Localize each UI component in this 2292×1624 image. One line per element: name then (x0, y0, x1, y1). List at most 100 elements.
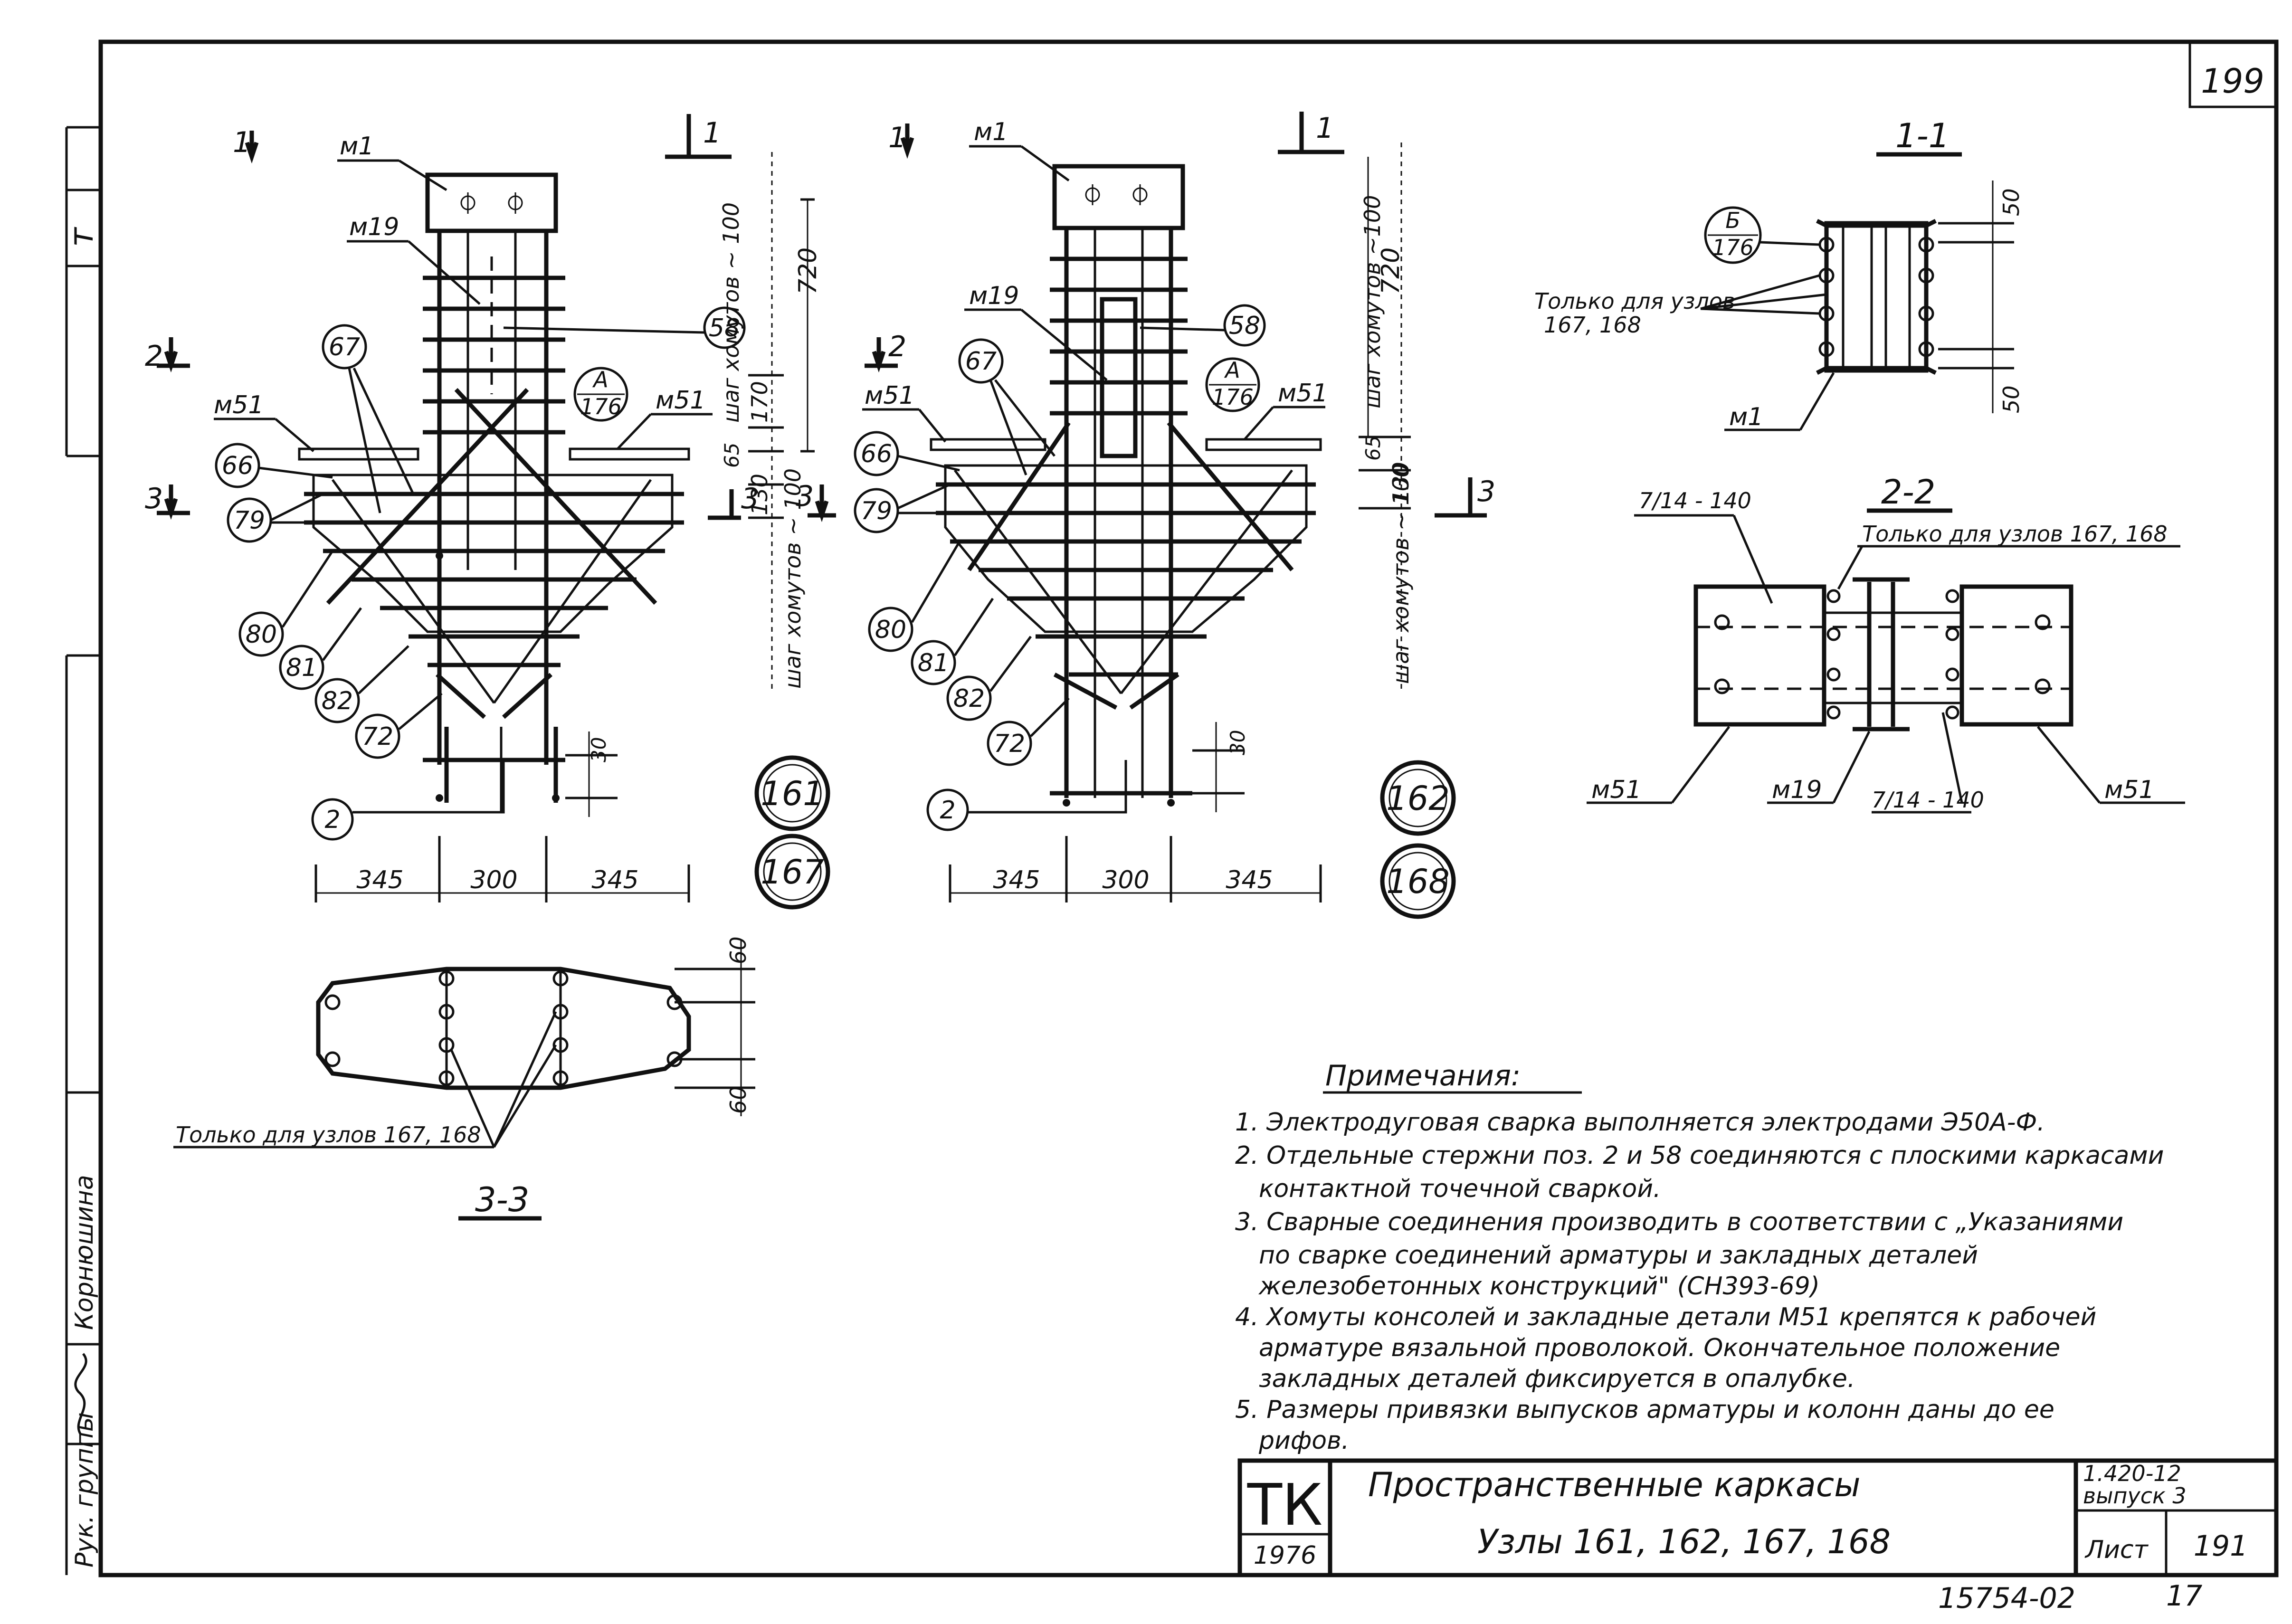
title-series: 1.420-12 (2083, 1461, 2181, 1486)
left-cut-3a: 3 (145, 482, 163, 515)
right-callout-67: 67 (965, 347, 997, 376)
note-line-6: железобетонных конструкций" (СН393-69) (1258, 1272, 1820, 1301)
right-callout-72: 72 (994, 730, 1025, 758)
section-3-3-note: Только для узлов 167, 168 (176, 1122, 481, 1148)
archive-sheet: 17 (2166, 1579, 2202, 1613)
section-2-2-weld-bottom: 7/14 - 140 (1872, 787, 1984, 813)
right-node-numbers: 162 168 (1380, 760, 1456, 919)
right-callout-82: 82 (953, 684, 985, 713)
title-line-2: Узлы 161, 162, 167, 168 (1477, 1522, 1891, 1561)
left-dim-345a: 345 (356, 866, 403, 894)
right-dim-130: 130 (1388, 462, 1414, 503)
right-dim-30: 30 (1226, 730, 1249, 755)
left-dim-170: 170 (747, 381, 772, 423)
notes-block: Примечания: 1. Электродуговая сварка вып… (1235, 1059, 2164, 1455)
right-cut-marks: 1 1 2 3 3 (796, 112, 1495, 522)
section-2-2-label-m51-right: м51 (2104, 776, 2154, 804)
section-2-2-label-m51-left: м51 (1591, 776, 1641, 804)
left-callout-81: 81 (286, 654, 317, 682)
left-cut-1a: 1 (233, 126, 251, 159)
left-dim-130: 130 (747, 474, 772, 515)
notes-heading: Примечания: (1325, 1059, 1521, 1092)
note-line-2: 2. Отдельные стержни поз. 2 и 58 соединя… (1235, 1141, 2164, 1170)
title-issue: выпуск 3 (2083, 1483, 2187, 1509)
right-label-m51-right: м51 (1278, 379, 1328, 408)
right-cut-1b: 1 (1316, 112, 1334, 145)
stamp-mark: т (62, 227, 101, 247)
right-callout-2: 2 (940, 796, 955, 825)
left-cut-3b: 3 (741, 482, 759, 515)
section-1-1-detail-b-ref: 176 (1712, 235, 1754, 260)
section-1-1-dim-50a: 50 (1998, 188, 2024, 216)
right-dim-300: 300 (1102, 866, 1149, 894)
node-168: 168 (1386, 862, 1450, 901)
left-cut-marks: 1 1 2 3 3 (145, 114, 759, 520)
right-label-m19: м19 (969, 282, 1019, 310)
right-detail-a-letter: А (1224, 357, 1240, 383)
section-1-1-dim-50b: 50 (1998, 385, 2024, 413)
right-view-labels: м1 м19 м51 м51 (862, 118, 1328, 443)
left-view-labels: м1 м19 м51 м51 (214, 132, 713, 452)
section-2-2-title: 2-2 (1881, 473, 1935, 512)
node-167: 167 (761, 853, 824, 892)
right-cut-3a: 3 (796, 480, 814, 513)
section-1-1-detail-b-letter: Б (1725, 208, 1740, 233)
left-dim-720: 720 (794, 247, 822, 294)
left-callout-79: 79 (234, 506, 265, 535)
left-callout-67: 67 (329, 333, 360, 361)
right-dim-65: 65 (1361, 436, 1385, 461)
left-pitch-lower: шаг хомутов ~ 100 (780, 468, 806, 689)
note-line-9: закладных деталей фиксируется в опалубке… (1259, 1365, 1855, 1393)
note-line-5: по сварке соединений арматуры и закладны… (1259, 1241, 1978, 1270)
stamp-role: Рук. группы (70, 1412, 99, 1567)
right-callout-66: 66 (861, 440, 892, 468)
right-view-callouts: 67 58 66 79 80 81 82 72 2 А 176 (854, 304, 1266, 831)
right-callout-80: 80 (875, 616, 906, 644)
right-detail-a-ref: 176 (1212, 384, 1254, 410)
section-2-2-label-m19: м19 (1772, 776, 1822, 804)
right-cut-3b: 3 (1477, 475, 1495, 508)
left-view-drawing (298, 172, 690, 812)
right-cut-1a: 1 (888, 121, 906, 154)
left-label-m1: м1 (340, 132, 374, 161)
left-view-callouts: 67 58 66 79 80 81 82 72 2 А 176 (215, 306, 746, 841)
section-3-3-title: 3-3 (475, 1180, 529, 1219)
right-callout-58: 58 (1229, 312, 1260, 340)
left-callout-58: 58 (709, 314, 740, 342)
signature-mark (74, 1353, 87, 1435)
note-line-7: 4. Хомуты консолей и закладные детали М5… (1235, 1303, 2096, 1331)
section-2-2: 2-2 Только для узлов 167, 168 7/14 - 140… (1587, 473, 2185, 814)
title-line-1: Пространственные каркасы (1368, 1465, 1861, 1504)
left-label-m51-left: м51 (214, 391, 264, 419)
right-dim-345b: 345 (1226, 866, 1273, 894)
right-dim-720: 720 (1377, 247, 1405, 294)
left-dim-65: 65 (720, 443, 743, 468)
section-1-1-note-l1: Только для узлов (1534, 288, 1735, 314)
left-detail-a-letter: А (592, 367, 608, 392)
archive-number: 15754-02 (1938, 1582, 2075, 1615)
section-3-3-dim-60b: 60 (725, 1086, 751, 1114)
section-2-2-note: Только для узлов 167, 168 (1862, 521, 2168, 547)
page-number: 199 (2201, 62, 2264, 101)
left-detail-a-ref: 176 (580, 394, 622, 419)
right-cut-2: 2 (888, 330, 906, 363)
left-label-m51-right: м51 (656, 386, 705, 415)
section-1-1-title: 1-1 (1895, 116, 1950, 155)
stamp-name: Корнюшина (70, 1175, 99, 1330)
left-label-m19: м19 (349, 213, 399, 241)
left-dim-30: 30 (587, 737, 610, 762)
left-node-numbers: 161 167 (754, 755, 830, 910)
left-cut-2: 2 (145, 340, 163, 373)
right-label-m1: м1 (974, 118, 1008, 146)
note-line-3: контактной точечной сваркой. (1259, 1175, 1661, 1203)
note-line-8: арматуре вязальной проволокой. Окончател… (1259, 1334, 2060, 1362)
node-162: 162 (1386, 779, 1450, 818)
left-view-dimensions: 720 170 65 130 шаг хомутов ~ 100 шаг хом… (314, 152, 822, 902)
title-year: 1976 (1254, 1541, 1316, 1570)
section-1-1-note-l2: 167, 168 (1544, 312, 1641, 338)
left-callout-80: 80 (246, 620, 277, 649)
left-pitch-upper: шаг хомутов ~ 100 (718, 202, 744, 423)
section-3-3-dim-60a: 60 (725, 936, 751, 964)
left-dim-300: 300 (470, 866, 517, 894)
